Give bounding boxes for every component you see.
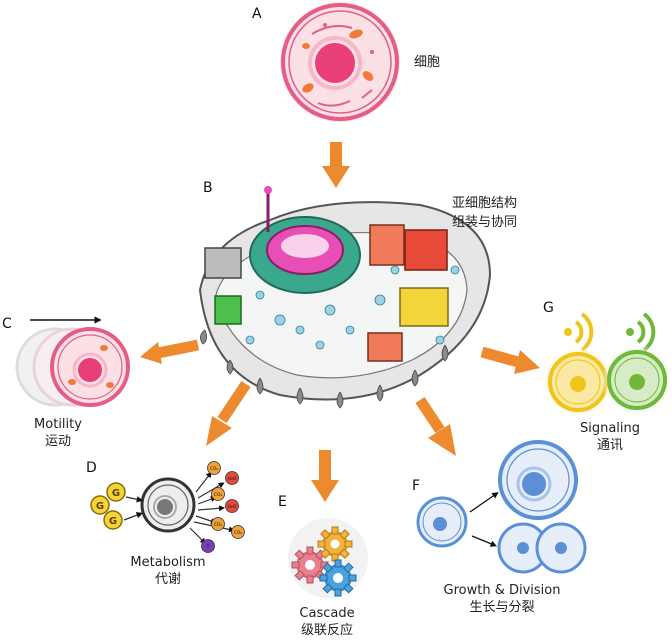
output-molecule-icon	[211, 517, 225, 531]
output-molecule-icon	[207, 461, 221, 475]
cell-a-icon	[280, 2, 400, 122]
subcellular-structure-illustration	[198, 186, 492, 409]
output-molecule-icon	[225, 499, 239, 513]
panel-d-letter: D	[86, 460, 97, 476]
growth-division-illustration	[416, 440, 587, 574]
panel-c-label-en: Motility	[34, 417, 82, 432]
glucose-label: G	[112, 488, 120, 499]
wifi-signal-yellow-icon	[564, 312, 594, 352]
grown-cell-icon	[498, 440, 578, 520]
signaling-illustration	[542, 312, 672, 418]
output-molecule-label: CO₂	[214, 492, 223, 498]
panel-f-label-zh: 生长与分裂	[469, 600, 535, 615]
gear-blue-icon	[319, 559, 357, 597]
cascade-gears-icon	[288, 518, 368, 598]
divided-cell-icon	[497, 522, 587, 574]
glucose-molecule-icon	[90, 495, 110, 515]
panel-e-label-en: Cascade	[299, 606, 355, 621]
gear-orange-icon	[317, 526, 353, 562]
panel-c-caption: Motility 运动	[20, 416, 96, 450]
panel-d-label-en: Metabolism	[130, 555, 206, 570]
panel-c-letter: C	[2, 316, 12, 332]
output-molecule-icon	[211, 487, 225, 501]
output-molecule-label: H₂O	[228, 476, 237, 482]
output-molecule-label: CO₂	[210, 466, 219, 472]
panel-e-caption: Cascade 级联反应	[284, 605, 370, 639]
output-molecule-icon	[201, 539, 215, 553]
panel-d-label-zh: 代谢	[154, 572, 181, 587]
panel-g-label-en: Signaling	[579, 421, 641, 436]
output-molecule-label: CO₂	[234, 530, 243, 536]
glucose-molecule-icon	[103, 510, 123, 530]
panel-g-caption: Signaling 通讯	[568, 420, 652, 454]
arrow-b-to-e	[311, 450, 339, 502]
panel-f-label-en: Growth & Division	[443, 583, 561, 598]
output-molecule-icon	[225, 471, 239, 485]
glucose-label: G	[109, 516, 117, 527]
panel-g-letter: G	[543, 300, 554, 316]
output-molecule-label: CO₂	[214, 522, 223, 528]
panel-c-label-zh: 运动	[44, 434, 71, 449]
output-molecule-icon	[231, 525, 245, 539]
panel-e-letter: E	[278, 494, 287, 510]
output-molecule-label: ?	[207, 544, 210, 550]
panel-f-letter: F	[412, 478, 421, 494]
output-molecule-label: H₂O	[228, 504, 237, 510]
glucose-molecule-icon	[106, 482, 126, 502]
arrow-b-to-f	[415, 396, 456, 456]
gear-pink-icon	[291, 546, 329, 584]
arrow-a-to-b	[322, 142, 350, 188]
panel-a-label: 细胞	[414, 55, 441, 70]
panel-d-caption: Metabolism 代谢	[122, 554, 214, 588]
arrow-b-to-d	[206, 380, 251, 446]
small-cell-icon	[416, 496, 468, 548]
panel-f-caption: Growth & Division 生长与分裂	[432, 582, 572, 616]
panel-a-letter: A	[252, 6, 262, 22]
arrow-b-to-c	[140, 339, 200, 364]
panel-b-label-line2: 组装与协同	[452, 215, 518, 230]
motility-cell-icon	[15, 327, 130, 407]
panel-e-label-zh: 级联反应	[300, 623, 353, 638]
signaling-cell-yellow-icon	[542, 346, 614, 418]
signaling-cell-green-icon	[601, 344, 672, 416]
glucose-label: G	[96, 501, 104, 512]
panel-b-label-line1: 亚细胞结构	[452, 196, 518, 211]
panel-b-letter: B	[203, 180, 213, 196]
panel-g-label-zh: 通讯	[596, 438, 623, 453]
arrow-b-to-g	[480, 346, 540, 374]
